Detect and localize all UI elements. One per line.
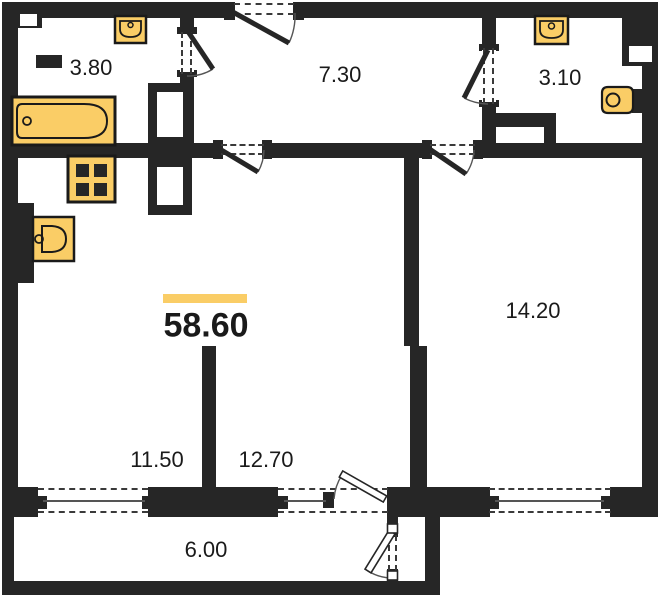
wall-balcony-left xyxy=(2,517,14,595)
entrance-door-leaf xyxy=(229,8,291,46)
window1-jamb-left xyxy=(37,496,47,509)
room-label-balcony: 6.00 xyxy=(184,537,228,562)
wc-duct-right xyxy=(544,113,556,143)
window3-jamb-left xyxy=(489,496,499,509)
room-label-wc: 3.10 xyxy=(538,65,582,90)
bathtub-icon xyxy=(10,95,117,147)
wall-bottom-a xyxy=(2,487,38,517)
entrance-door-arc xyxy=(288,12,296,44)
wall-bottom-c xyxy=(387,487,490,517)
wall-kitchen-partition xyxy=(202,346,216,487)
wall-top xyxy=(2,2,656,18)
wall-bottom-b xyxy=(148,487,278,517)
wall-stub-bathroom xyxy=(36,55,62,68)
wc-door-arc xyxy=(463,97,489,105)
shaft-upper-inner xyxy=(157,92,183,137)
washbasin-wc-icon xyxy=(533,14,570,46)
balcony-door-leaf xyxy=(338,469,388,504)
bathroom-door-leaf xyxy=(184,28,216,71)
window2-dash-top xyxy=(278,488,388,490)
window1-dash-bottom xyxy=(38,511,148,513)
wc-door-nub-bottom xyxy=(479,100,499,107)
wc-door-nub-top xyxy=(479,44,499,51)
room-label-bathroom: 3.80 xyxy=(69,55,113,80)
bedroom-door-arc xyxy=(465,149,475,175)
wall-main-mid xyxy=(262,143,432,158)
window3-jamb-right xyxy=(601,496,611,509)
shaft-lower-inner xyxy=(157,167,183,205)
window1-dash-top xyxy=(38,488,148,490)
kitchen-sink-icon xyxy=(31,215,76,263)
window2-jamb-left xyxy=(278,496,288,509)
wall-pilaster-left xyxy=(18,203,34,283)
balcony-closet-dash-left xyxy=(388,535,390,571)
room-label-bedroom: 14.20 xyxy=(505,298,561,323)
stove-icon xyxy=(66,154,117,204)
window3-glass-line xyxy=(495,500,604,502)
balcony-closet-jamb-bottom xyxy=(386,570,399,581)
window3-dash-bottom xyxy=(489,511,611,513)
entrance-dash-bottom xyxy=(234,13,294,15)
wall-bedroom-partition-upper xyxy=(404,158,419,346)
wall-bedroom-partition-lower xyxy=(410,346,427,487)
wall-wc-left-top xyxy=(482,18,496,50)
room-label-kitchen-zone: 11.50 xyxy=(130,447,184,472)
living-door-leaf xyxy=(216,145,260,175)
corner-notch-top-right xyxy=(629,46,652,62)
window3-dash-top xyxy=(489,488,611,490)
wc-door-leaf xyxy=(461,48,491,100)
living-door-dash-top xyxy=(221,144,264,146)
wall-right xyxy=(642,2,658,517)
toilet-icon xyxy=(600,85,645,115)
wall-balcony-bottom xyxy=(2,581,440,595)
entrance-jamb-left xyxy=(224,2,235,20)
wall-main-right xyxy=(473,143,658,158)
bedroom-door-dash-top xyxy=(430,144,475,146)
balcony-closet-door-leaf xyxy=(363,529,397,574)
washbasin-bathroom-icon xyxy=(113,14,148,45)
room-label-living-zone: 12.70 xyxy=(238,447,294,472)
wc-duct-inner xyxy=(496,127,544,143)
wc-duct-top xyxy=(482,113,556,127)
living-door-jamb-right xyxy=(262,140,272,159)
entrance-dash-top xyxy=(234,3,294,5)
window2-glass-line xyxy=(284,500,326,502)
living-door-arc xyxy=(257,149,265,173)
bathroom-door-arc xyxy=(186,68,214,77)
bedroom-door-leaf xyxy=(426,145,468,177)
window2-dash-bottom xyxy=(278,511,388,513)
window2-balcony-door-jamb xyxy=(323,492,334,508)
opening-balcony-closet-door xyxy=(387,537,398,569)
window1-glass-line xyxy=(43,500,145,502)
total-area-accent-bar xyxy=(163,294,247,303)
wall-main-left xyxy=(2,143,223,158)
wall-balcony-right xyxy=(425,517,440,595)
living-door-dash-bottom xyxy=(221,153,264,155)
wc-door-dash-left xyxy=(483,48,485,104)
balcony-closet-dash-right xyxy=(395,535,397,571)
bathroom-door-dash-left xyxy=(181,32,183,74)
bathroom-door-dash-right xyxy=(190,32,192,74)
room-label-hallway: 7.30 xyxy=(318,62,362,87)
bedroom-door-dash-bottom xyxy=(430,153,475,155)
bathroom-door-nub-bottom xyxy=(177,70,197,77)
wc-door-dash-right xyxy=(492,48,494,104)
wall-bottom-d xyxy=(610,487,658,517)
window1-jamb-right xyxy=(142,496,152,509)
total-area-label: 58.60 xyxy=(163,306,249,345)
corner-notch-top-left xyxy=(20,14,37,26)
entrance-jamb-right xyxy=(293,2,304,20)
balcony-closet-jamb-top xyxy=(386,523,399,534)
bedroom-door-jamb-right xyxy=(473,140,483,159)
